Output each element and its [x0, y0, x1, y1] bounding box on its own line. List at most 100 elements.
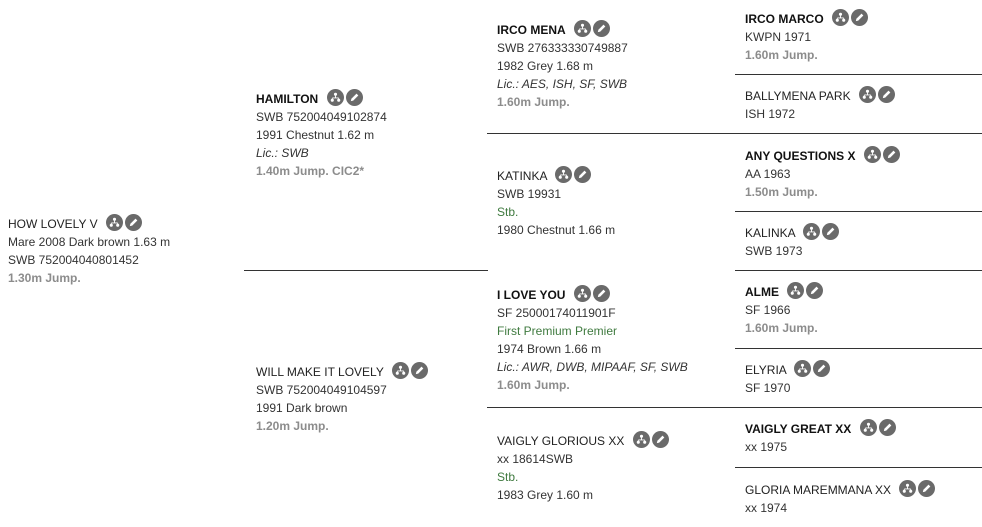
pedigree-tree-icon[interactable]: [899, 480, 917, 497]
pedigree-tree-icon[interactable]: [832, 9, 850, 26]
divider-ds-dd: [487, 407, 735, 408]
dam-sire-dam: ELYRIA SF 1970: [745, 360, 831, 397]
sire-sire-sire: IRCO MARCO KWPN 1971 1.60m Jump.: [745, 9, 869, 64]
sire-sire: IRCO MENA SWB 276333330749887 1982 Grey …: [497, 20, 628, 111]
divider-gen4-3: [735, 211, 982, 212]
pencil-edit-icon[interactable]: [651, 431, 669, 448]
horse-registration: SWB 752004049102874: [256, 110, 387, 124]
divider-gen4-1: [735, 74, 982, 75]
pedigree-tree-icon[interactable]: [787, 282, 805, 299]
horse-name[interactable]: KALINKA: [745, 226, 796, 240]
horse-name[interactable]: KATINKA: [497, 169, 547, 183]
pedigree-tree-icon[interactable]: [803, 223, 821, 240]
pedigree-tree-icon[interactable]: [794, 360, 812, 377]
pedigree-tree-icon[interactable]: [632, 431, 650, 448]
pedigree-tree-icon[interactable]: [858, 86, 876, 103]
divider-gen4-7: [735, 467, 982, 468]
horse-performance: 1.60m Jump.: [745, 48, 818, 62]
divider-gen4-4: [735, 270, 982, 271]
horse-licences: Lic.: SWB: [256, 146, 309, 160]
horse-name[interactable]: ANY QUESTIONS X: [745, 149, 856, 163]
pedigree-tree-icon[interactable]: [863, 146, 881, 163]
pencil-edit-icon[interactable]: [124, 214, 142, 231]
horse-info: xx 1974: [745, 501, 788, 515]
pedigree-tree-icon[interactable]: [573, 285, 591, 302]
pencil-edit-icon[interactable]: [345, 89, 363, 106]
horse-info: 1991 Dark brown: [256, 401, 348, 415]
horse-name[interactable]: HOW LOVELY V: [8, 217, 98, 231]
sire: HAMILTON SWB 752004049102874 1991 Chestn…: [256, 89, 387, 180]
horse-name[interactable]: IRCO MARCO: [745, 12, 824, 26]
horse-info: SWB 1973: [745, 244, 803, 258]
horse-licences: Lic.: AES, ISH, SF, SWB: [497, 77, 628, 91]
horse-name[interactable]: ELYRIA: [745, 363, 787, 377]
horse-info: 1982 Grey 1.68 m: [497, 59, 594, 73]
horse-performance: 1.30m Jump.: [8, 271, 81, 285]
sire-dam-dam: KALINKA SWB 1973: [745, 223, 840, 260]
pedigree-tree-icon[interactable]: [574, 20, 592, 37]
pencil-edit-icon[interactable]: [918, 480, 936, 497]
pencil-edit-icon[interactable]: [877, 86, 895, 103]
pencil-edit-icon[interactable]: [851, 9, 869, 26]
horse-name[interactable]: WILL MAKE IT LOVELY: [256, 365, 384, 379]
studbook-status: Stb.: [497, 205, 519, 219]
horse-info: 1983 Grey 1.60 m: [497, 488, 594, 502]
dam-dam-dam: GLORIA MAREMMANA XX xx 1974: [745, 480, 936, 517]
horse-info: ISH 1972: [745, 107, 796, 121]
studbook-status: First Premium Premier: [497, 324, 618, 338]
pencil-edit-icon[interactable]: [878, 419, 896, 436]
horse-info: Mare 2008 Dark brown 1.63 m: [8, 235, 171, 249]
pedigree-tree-icon[interactable]: [859, 419, 877, 436]
dam-dam-sire: VAIGLY GREAT XX xx 1975: [745, 419, 896, 456]
horse-info: KWPN 1971: [745, 30, 812, 44]
pencil-edit-icon[interactable]: [806, 282, 824, 299]
horse-performance: 1.50m Jump.: [745, 185, 818, 199]
horse-performance: 1.60m Jump.: [497, 378, 570, 392]
horse-registration: xx 18614SWB: [497, 452, 574, 466]
sire-dam-sire: ANY QUESTIONS X AA 1963 1.50m Jump.: [745, 146, 900, 201]
horse-info: xx 1975: [745, 440, 788, 454]
horse-name[interactable]: HAMILTON: [256, 92, 319, 106]
pencil-edit-icon[interactable]: [882, 146, 900, 163]
divider-ss-sd: [487, 133, 735, 134]
subject-horse: HOW LOVELY V Mare 2008 Dark brown 1.63 m…: [8, 214, 170, 287]
horse-name[interactable]: BALLYMENA PARK: [745, 89, 851, 103]
pedigree-tree-icon[interactable]: [555, 166, 573, 183]
horse-info: SF 1970: [745, 381, 791, 395]
horse-performance: 1.60m Jump.: [497, 95, 570, 109]
dam-sire: I LOVE YOU SF 25000174011901F First Prem…: [497, 285, 688, 394]
horse-info: SF 1966: [745, 303, 791, 317]
pencil-edit-icon[interactable]: [574, 166, 592, 183]
dam: WILL MAKE IT LOVELY SWB 752004049104597 …: [256, 362, 428, 435]
pencil-edit-icon[interactable]: [822, 223, 840, 240]
dam-sire-sire: ALME SF 1966 1.60m Jump.: [745, 282, 824, 337]
sire-dam: KATINKA SWB 19931 Stb. 1980 Chestnut 1.6…: [497, 166, 615, 239]
divider-gen4-6: [735, 407, 982, 408]
pencil-edit-icon[interactable]: [593, 20, 611, 37]
pedigree-tree-icon[interactable]: [326, 89, 344, 106]
horse-performance: 1.60m Jump.: [745, 321, 818, 335]
horse-registration: SWB 276333330749887: [497, 41, 628, 55]
pedigree-tree-icon[interactable]: [105, 214, 123, 231]
pencil-edit-icon[interactable]: [813, 360, 831, 377]
horse-performance: 1.20m Jump.: [256, 419, 329, 433]
divider-gen4-2: [735, 133, 982, 134]
divider-gen4-5: [735, 348, 982, 349]
horse-registration: SWB 752004040801452: [8, 253, 139, 267]
horse-name[interactable]: VAIGLY GREAT XX: [745, 422, 852, 436]
studbook-status: Stb.: [497, 470, 519, 484]
horse-name[interactable]: I LOVE YOU: [497, 288, 566, 302]
horse-registration: SWB 19931: [497, 187, 562, 201]
horse-name[interactable]: ALME: [745, 285, 779, 299]
pedigree-tree-icon[interactable]: [391, 362, 409, 379]
pencil-edit-icon[interactable]: [410, 362, 428, 379]
horse-name[interactable]: VAIGLY GLORIOUS XX: [497, 434, 625, 448]
divider-sire-dam: [244, 270, 488, 271]
horse-info: AA 1963: [745, 167, 791, 181]
horse-licences: Lic.: AWR, DWB, MIPAAF, SF, SWB: [497, 360, 688, 374]
pencil-edit-icon[interactable]: [592, 285, 610, 302]
horse-name[interactable]: IRCO MENA: [497, 23, 566, 37]
horse-registration: SWB 752004049104597: [256, 383, 387, 397]
horse-name[interactable]: GLORIA MAREMMANA XX: [745, 483, 892, 497]
horse-info: 1974 Brown 1.66 m: [497, 342, 602, 356]
